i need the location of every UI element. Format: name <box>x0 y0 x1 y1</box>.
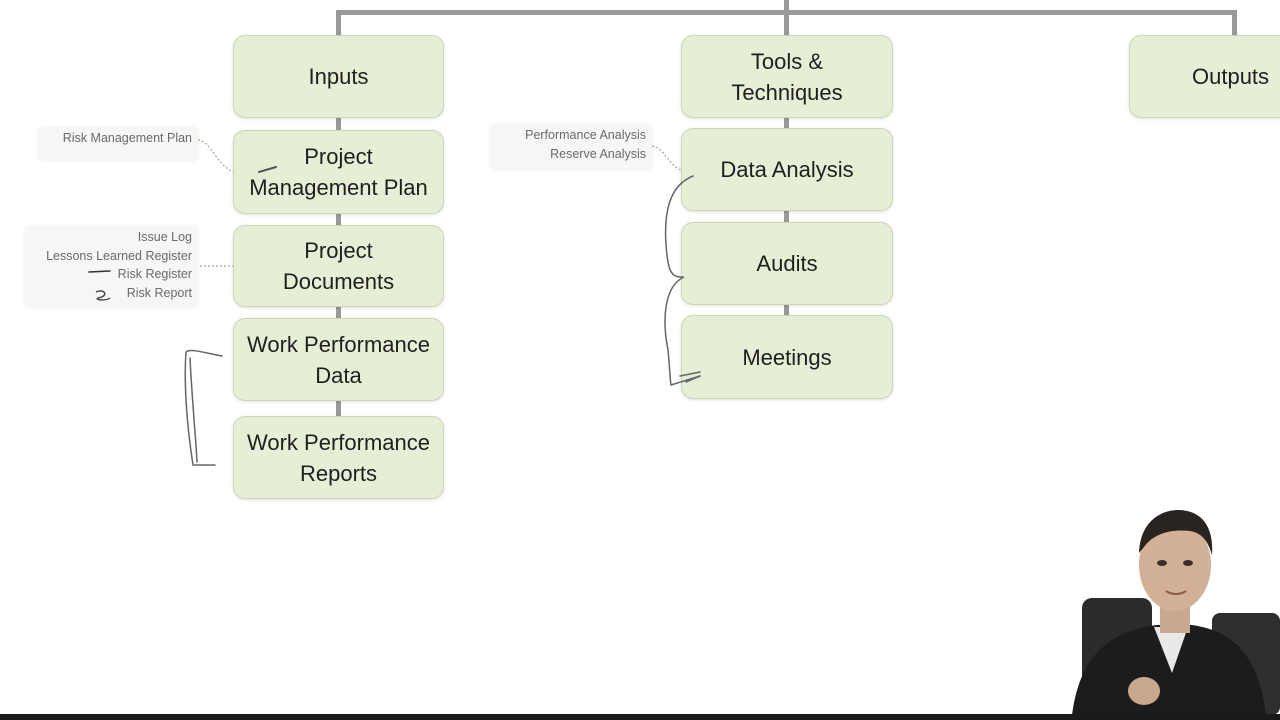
input-work-performance-reports[interactable]: Work Performance Reports <box>233 416 444 499</box>
tool-meetings[interactable]: Meetings <box>681 315 893 399</box>
note-data-analysis: Performance Analysis Reserve Analysis <box>490 124 652 170</box>
connector-drop-inputs <box>336 10 341 36</box>
tool-audits[interactable]: Audits <box>681 222 893 305</box>
ink-risk-report-scribble <box>95 290 111 301</box>
tools-header: Tools & Techniques <box>681 35 893 118</box>
leader-data-analysis <box>651 145 682 171</box>
presenter-webcam <box>1062 503 1280 715</box>
leader-pmp <box>197 139 234 173</box>
note-line: Performance Analysis <box>525 128 646 142</box>
note-line: Risk Register <box>117 267 192 281</box>
ink-tools-bracket <box>664 175 701 386</box>
ink-pmp-mark <box>258 166 277 173</box>
input-project-documents[interactable]: Project Documents <box>233 225 444 307</box>
presenter-silhouette <box>1072 509 1280 715</box>
inputs-header: Inputs <box>233 35 444 118</box>
note-project-documents: Issue Log Lessons Learned Register Risk … <box>24 226 198 308</box>
bottom-bar <box>0 714 1280 720</box>
note-line: Risk Report <box>126 286 192 300</box>
input-project-management-plan[interactable]: Project Management Plan <box>233 130 444 214</box>
note-risk-management-plan: Risk Management Plan <box>38 127 198 161</box>
outputs-header: Outputs <box>1129 35 1280 118</box>
ink-risk-register-underline <box>88 270 111 273</box>
tool-data-analysis[interactable]: Data Analysis <box>681 128 893 211</box>
connector-drop-outputs <box>1232 10 1237 36</box>
tools-spine <box>784 118 789 318</box>
top-connector-stem <box>784 0 789 15</box>
connector-drop-tools <box>784 10 789 36</box>
note-line: Issue Log <box>137 230 192 244</box>
note-line: Reserve Analysis <box>550 147 646 161</box>
input-work-performance-data[interactable]: Work Performance Data <box>233 318 444 401</box>
ink-meetings-arrow <box>679 371 701 383</box>
note-line: Lessons Learned Register <box>46 249 192 263</box>
note-line: Risk Management Plan <box>62 131 192 145</box>
ink-work-perf-bracket <box>184 349 223 466</box>
